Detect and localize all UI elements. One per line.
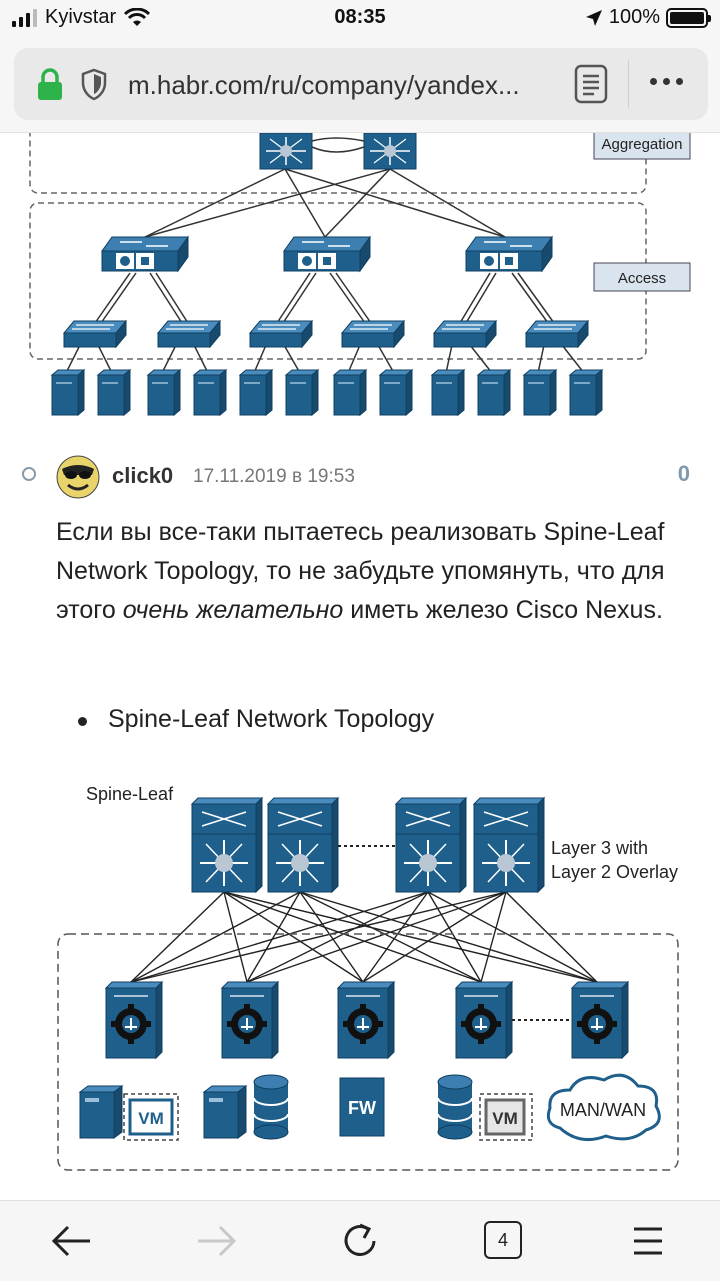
mesh-link — [299, 891, 482, 983]
shield-icon[interactable] — [80, 68, 108, 102]
mesh-link — [246, 891, 429, 983]
status-bar: Kyivstar 08:35 100% — [0, 0, 720, 40]
comment-text-emphasis: очень желательно — [122, 596, 344, 624]
layer-label-line2: Layer 2 Overlay — [551, 862, 678, 882]
mesh-link — [505, 891, 598, 983]
lock-icon — [38, 68, 62, 100]
hierarchical-network-diagram: Aggregation Access — [29, 133, 691, 416]
comment-header: click0 17.11.2019 в 19:53 0 — [0, 455, 720, 515]
mesh-link — [223, 891, 482, 983]
aggregation-label: Aggregation — [602, 136, 683, 153]
list-item: Spine-Leaf Network Topology — [56, 705, 676, 734]
mesh-link — [130, 891, 429, 983]
mesh-link — [246, 891, 507, 983]
address-bar-divider — [628, 60, 629, 108]
mesh-link — [362, 891, 507, 983]
mesh-link — [130, 891, 225, 983]
vm-label-1: VM — [138, 1109, 164, 1128]
mesh-link — [427, 891, 482, 983]
mesh-link — [362, 891, 429, 983]
mesh-link — [299, 891, 598, 983]
wifi-icon — [124, 7, 151, 26]
carrier-name: Kyivstar — [45, 6, 117, 28]
mesh-link — [223, 891, 364, 983]
comment-thread-dot[interactable] — [22, 467, 36, 481]
mesh-link — [299, 891, 364, 983]
browser-toolbar: m.habr.com/ru/company/yandex... — [0, 40, 720, 133]
spine-leaf-diagram: Spine-Leaf Layer 3 with Layer 2 Overlay … — [57, 784, 679, 1171]
mesh-link — [130, 891, 301, 983]
comment-score: 0 — [677, 461, 690, 486]
comment-text-part1: Если вы все-таки пытаетесь реализовать S… — [56, 518, 665, 624]
vm-label-2: VM — [492, 1109, 518, 1128]
reader-mode-icon[interactable] — [574, 64, 608, 104]
battery-icon — [666, 7, 711, 28]
browser-bottom-toolbar: 4 — [0, 1200, 720, 1281]
access-label: Access — [618, 270, 666, 287]
wan-label: MAN/WAN — [560, 1100, 646, 1120]
page-content[interactable]: Aggregation Access click0 17.11.2019 в 1… — [0, 133, 720, 1200]
comment-body: Если вы все-таки пытаетесь реализовать S… — [56, 513, 676, 630]
forward-arrow-icon[interactable] — [194, 1219, 238, 1263]
spine-leaf-title: Spine-Leaf — [86, 784, 174, 804]
status-right: 100% — [585, 6, 711, 29]
back-arrow-icon[interactable] — [50, 1219, 94, 1263]
mesh-link — [246, 891, 301, 983]
mesh-link — [130, 891, 507, 983]
status-left: Kyivstar — [12, 6, 151, 29]
avatar[interactable] — [56, 455, 100, 499]
mesh-link — [480, 891, 507, 983]
location-arrow-icon — [585, 9, 602, 26]
fw-label: FW — [348, 1098, 376, 1118]
mesh-link — [427, 891, 598, 983]
url-text[interactable]: m.habr.com/ru/company/yandex... — [128, 70, 520, 100]
signal-icon — [12, 8, 37, 27]
reload-icon[interactable] — [338, 1219, 382, 1263]
more-options-icon[interactable] — [650, 78, 683, 85]
comment-bullet-list: Spine-Leaf Network Topology — [56, 705, 676, 734]
comment-datetime[interactable]: 17.11.2019 в 19:53 — [193, 466, 355, 487]
mesh-link — [223, 891, 598, 983]
comment-username[interactable]: click0 — [112, 463, 174, 488]
comment-text-part2: иметь железо Cisco Nexus. — [343, 596, 663, 624]
status-time: 08:35 — [334, 6, 386, 28]
tabs-count-button[interactable]: 4 — [484, 1221, 522, 1259]
address-bar[interactable]: m.habr.com/ru/company/yandex... — [14, 48, 708, 120]
layer-label-line1: Layer 3 with — [551, 838, 648, 858]
battery-percent: 100% — [608, 6, 660, 28]
mesh-link — [223, 891, 248, 983]
menu-icon[interactable] — [626, 1219, 670, 1263]
